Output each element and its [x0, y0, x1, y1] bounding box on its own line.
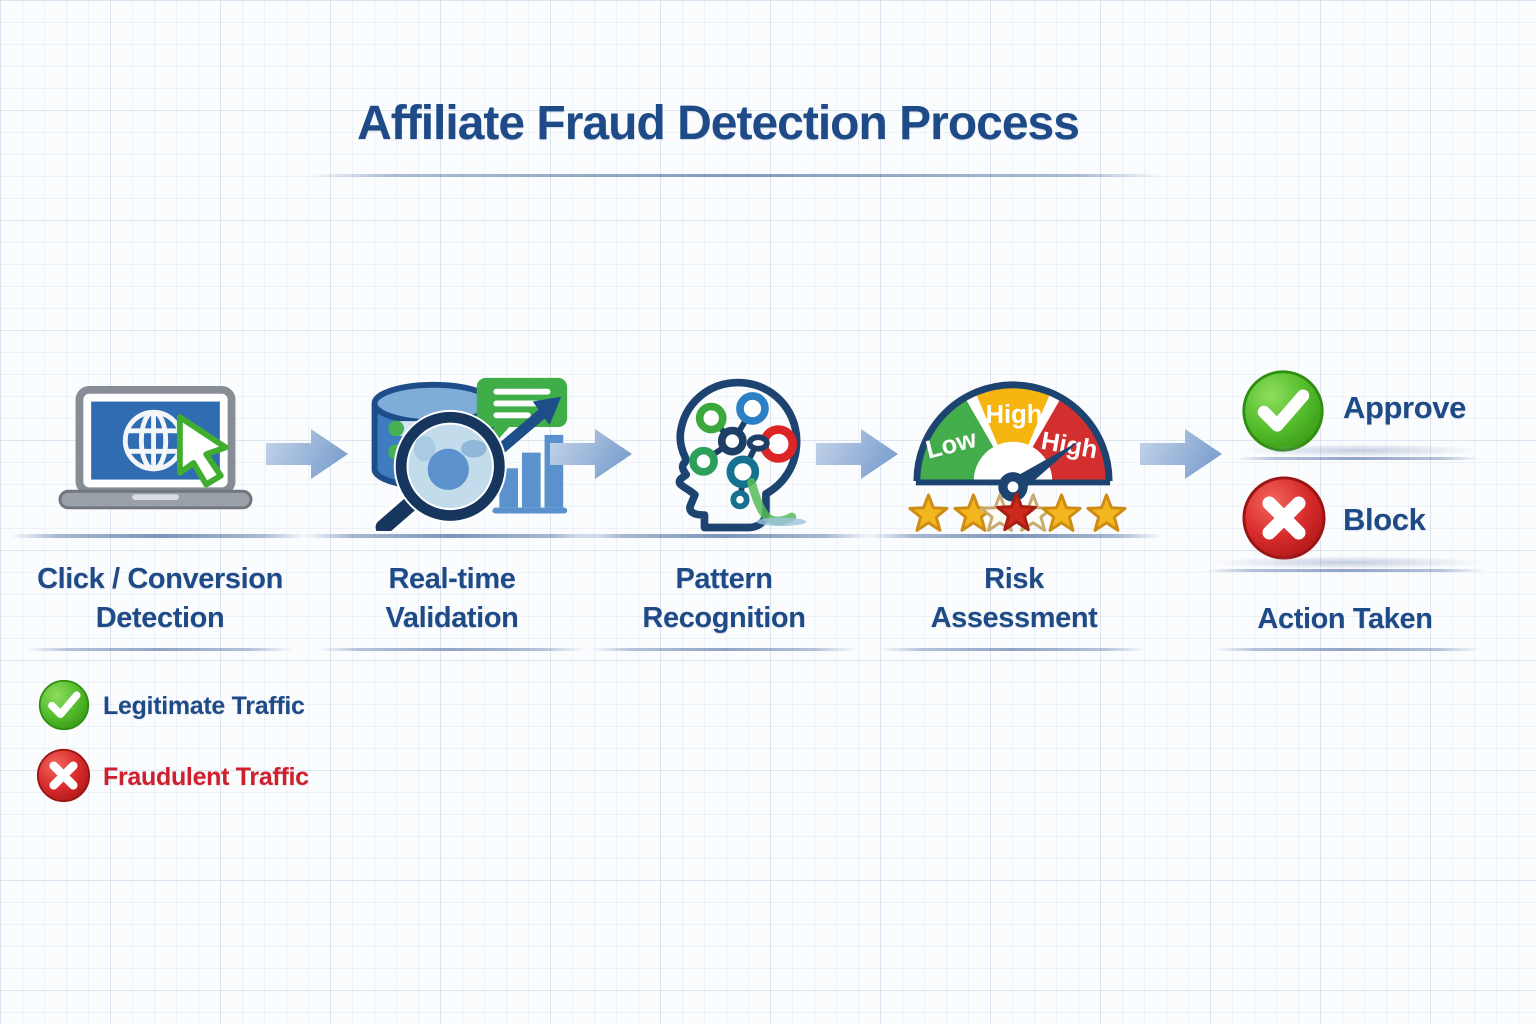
- stage-5-label: Action Taken: [1195, 600, 1495, 639]
- risk-stars-icon: [904, 492, 1129, 537]
- approve-check-icon: [1240, 368, 1326, 454]
- stage-5-label-separator: [1213, 648, 1481, 651]
- stage-4-label-separator: [879, 648, 1147, 651]
- approve-shadow: [1238, 444, 1480, 457]
- legend-legitimate-label: Legitimate Traffic: [103, 692, 305, 720]
- gauge-mid-label: High: [986, 401, 1043, 429]
- stage-3-label-separator: [589, 648, 857, 651]
- head-network-icon: [644, 372, 812, 533]
- stage-3-label-line-1: Pattern: [675, 563, 773, 595]
- block-shadow: [1208, 556, 1486, 569]
- stage-3-icon-separator: [575, 534, 873, 538]
- risk-gauge-icon: Low High High: [910, 378, 1116, 502]
- arrow-right-icon: [550, 426, 634, 482]
- stage-1-label: Click / Conversion Detection: [10, 560, 310, 638]
- stage-4-label: Risk Assessment: [864, 560, 1164, 638]
- database-magnifier-chart-icon: [350, 374, 576, 532]
- stage-4-label-line-1: Risk: [984, 563, 1044, 595]
- fraudulent-cross-icon: [36, 748, 91, 803]
- stage-1-icon-separator: [10, 534, 308, 538]
- magnifier-icon: [371, 409, 507, 532]
- head-outline: [675, 378, 801, 532]
- click-cursor-icon: [176, 414, 229, 488]
- arrow-right-icon: [816, 426, 900, 482]
- stage-2-icon-separator: [303, 534, 601, 538]
- approve-separator: [1235, 457, 1480, 460]
- legend-fraudulent-label: Fraudulent Traffic: [103, 763, 309, 791]
- block-cross-icon: [1240, 474, 1328, 562]
- stage-3-label: Pattern Recognition: [574, 560, 874, 638]
- stage-2-label: Real-time Validation: [302, 560, 602, 638]
- stage-2-label-line-1: Real-time: [388, 563, 516, 595]
- arrow-right-icon: [1140, 426, 1224, 482]
- arrow-right-icon: [266, 426, 350, 482]
- laptop-globe-click-icon: [58, 385, 253, 514]
- stage-2-label-line-2: Validation: [385, 602, 519, 634]
- stage-4-icon-separator: [865, 534, 1163, 538]
- stage-1-label-line-2: Detection: [95, 602, 225, 634]
- stage-1-label-line-1: Click / Conversion: [37, 563, 283, 595]
- block-label: Block: [1343, 502, 1426, 537]
- stage-5-label-line-1: Action Taken: [1257, 603, 1433, 635]
- stage-2-label-separator: [317, 648, 585, 651]
- approve-label: Approve: [1343, 390, 1466, 425]
- speech-bubble-icon: [476, 377, 568, 445]
- page-title: Affiliate Fraud Detection Process: [357, 97, 1080, 150]
- stage-3-label-line-2: Recognition: [642, 602, 806, 634]
- stage-4-label-line-2: Assessment: [930, 602, 1098, 634]
- gauge-needle: [998, 440, 1080, 502]
- block-separator: [1205, 569, 1485, 572]
- title-underline: [308, 174, 1164, 177]
- legitimate-check-icon: [38, 679, 90, 731]
- stage-1-label-separator: [25, 648, 293, 651]
